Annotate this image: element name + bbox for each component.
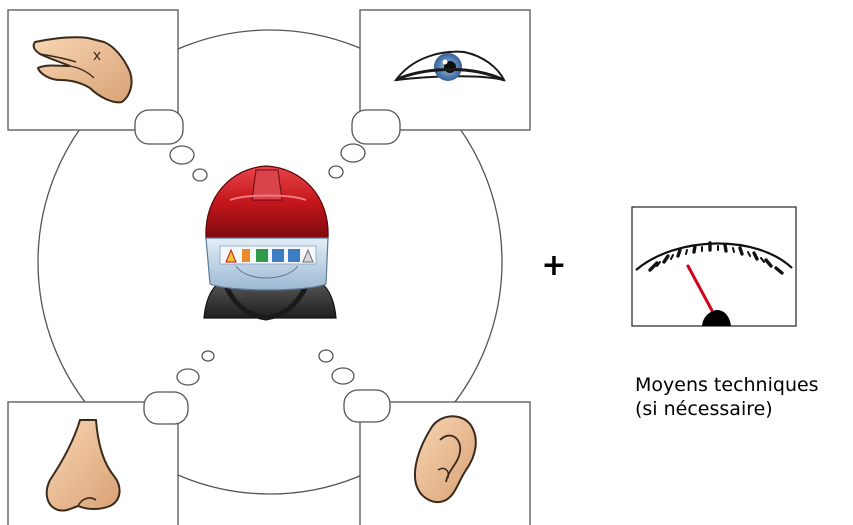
gauge-caption-line1: Moyens techniques <box>635 374 819 396</box>
nose-box <box>7 401 179 525</box>
gauge-needle <box>686 264 718 320</box>
thought-bubbles-top-right <box>328 109 401 179</box>
nose-icon <box>45 419 121 512</box>
ear-icon <box>414 415 477 503</box>
ear-box <box>359 401 531 525</box>
gauge-minor-ticks <box>656 245 765 267</box>
hand-icon <box>32 36 133 104</box>
gauge-caption: Moyens techniques (si nécessaire) <box>635 373 819 421</box>
thought-bubbles-bottom-right <box>318 349 391 423</box>
gauge-ticks <box>648 241 784 275</box>
gauge-caption-line2: (si nécessaire) <box>635 398 773 420</box>
firefighter-helmet-icon <box>203 165 337 321</box>
plus-sign: + <box>541 248 567 283</box>
eye-icon <box>393 50 506 82</box>
gauge-icon <box>631 206 797 327</box>
gauge-hub <box>702 310 731 326</box>
thought-bubbles-bottom-left <box>143 350 215 425</box>
senses-circle <box>37 29 503 495</box>
thought-bubbles-top-left <box>134 109 208 182</box>
